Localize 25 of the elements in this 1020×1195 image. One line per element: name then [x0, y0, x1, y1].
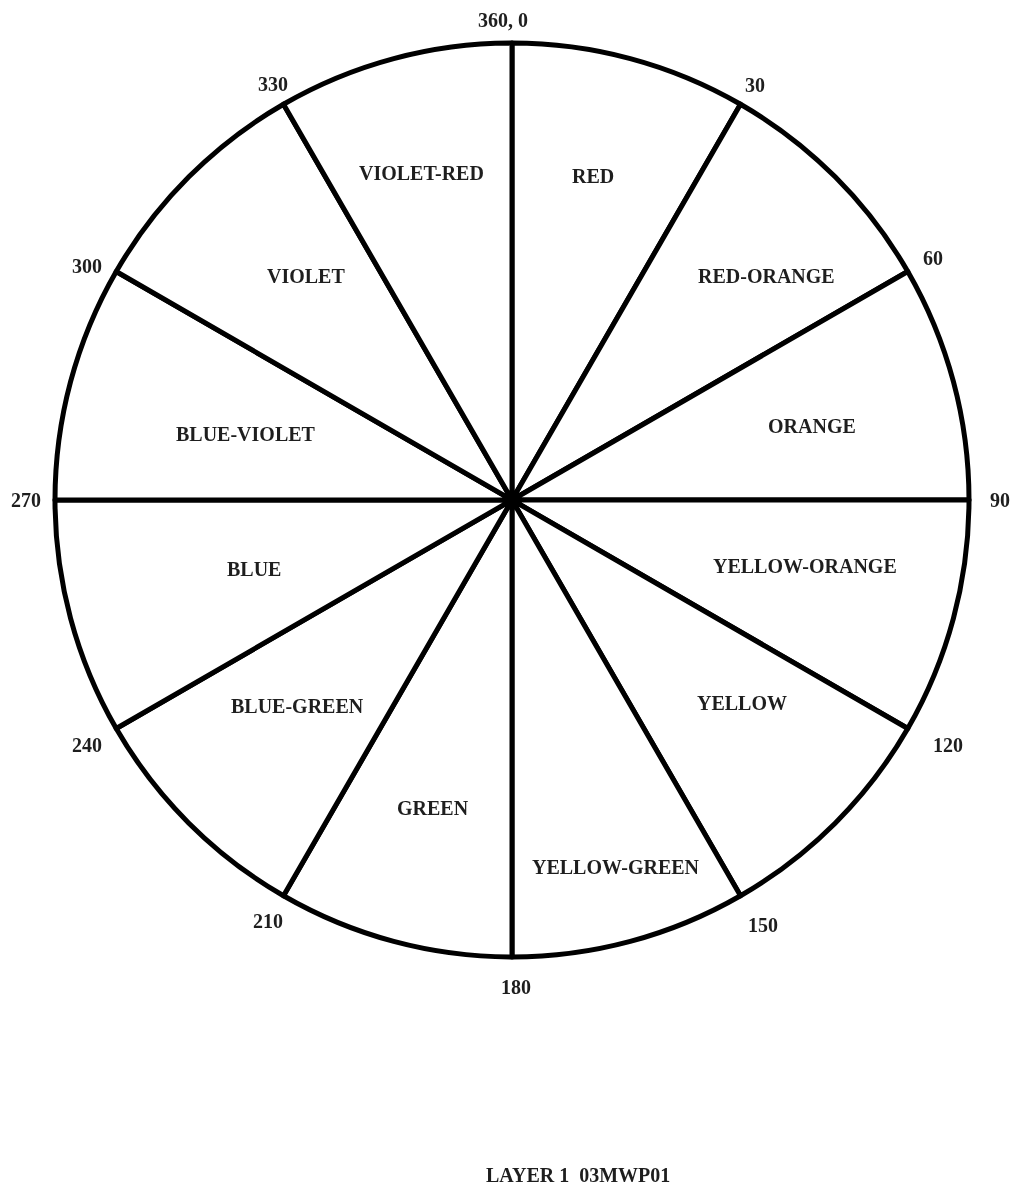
segment-label: BLUE-VIOLET: [176, 423, 315, 445]
segment-label: ORANGE: [768, 415, 856, 437]
segment-label: RED-ORANGE: [698, 265, 835, 287]
segment-label: YELLOW-GREEN: [532, 856, 700, 878]
degree-label: 240: [72, 734, 102, 756]
segment-label: VIOLET-RED: [359, 162, 484, 184]
degree-label: 330: [258, 73, 288, 95]
segment-label: BLUE: [227, 558, 282, 580]
segment-label: VIOLET: [267, 265, 345, 287]
degree-label: 30: [745, 74, 765, 96]
degree-label: 120: [933, 734, 963, 756]
degree-label: 210: [253, 910, 283, 932]
segment-label: GREEN: [397, 797, 469, 819]
degree-label: 60: [923, 247, 943, 269]
degree-label: 270: [11, 489, 41, 511]
degree-label: 180: [501, 976, 531, 998]
degree-label: 300: [72, 255, 102, 277]
layer-note: LAYER 1 03MWP01: [486, 1164, 671, 1186]
segment-label: BLUE-GREEN: [231, 695, 364, 717]
segment-label: YELLOW-ORANGE: [713, 555, 897, 577]
degree-label: 360, 0: [478, 9, 528, 31]
segment-label: YELLOW: [697, 692, 788, 714]
degree-label: 150: [748, 914, 778, 936]
degree-label: 90: [990, 489, 1010, 511]
segment-label: RED: [572, 165, 615, 187]
